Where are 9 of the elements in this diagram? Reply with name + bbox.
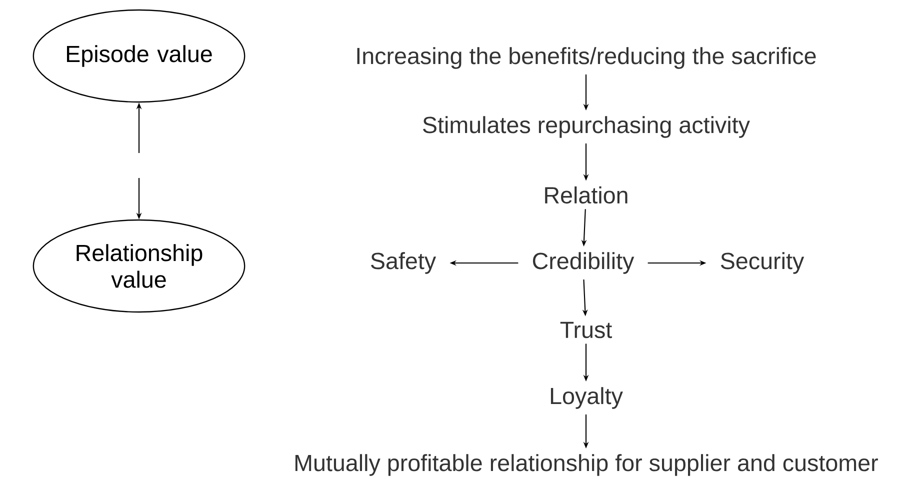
- step-label: Relation: [545, 186, 628, 204]
- step-label: Loyalty: [550, 387, 623, 409]
- step-label: Trust: [560, 322, 612, 338]
- step-label: Stimulates repurchasing activity: [423, 116, 750, 138]
- step-label: Safety: [371, 252, 436, 274]
- step-label: Credibility: [532, 252, 634, 274]
- step-label: Mutually profitable relationship for supplier and customer: [295, 454, 878, 476]
- step-label: Increasing the benefits/reducing the sacrifice: [357, 47, 816, 69]
- step-label: Security: [720, 252, 804, 274]
